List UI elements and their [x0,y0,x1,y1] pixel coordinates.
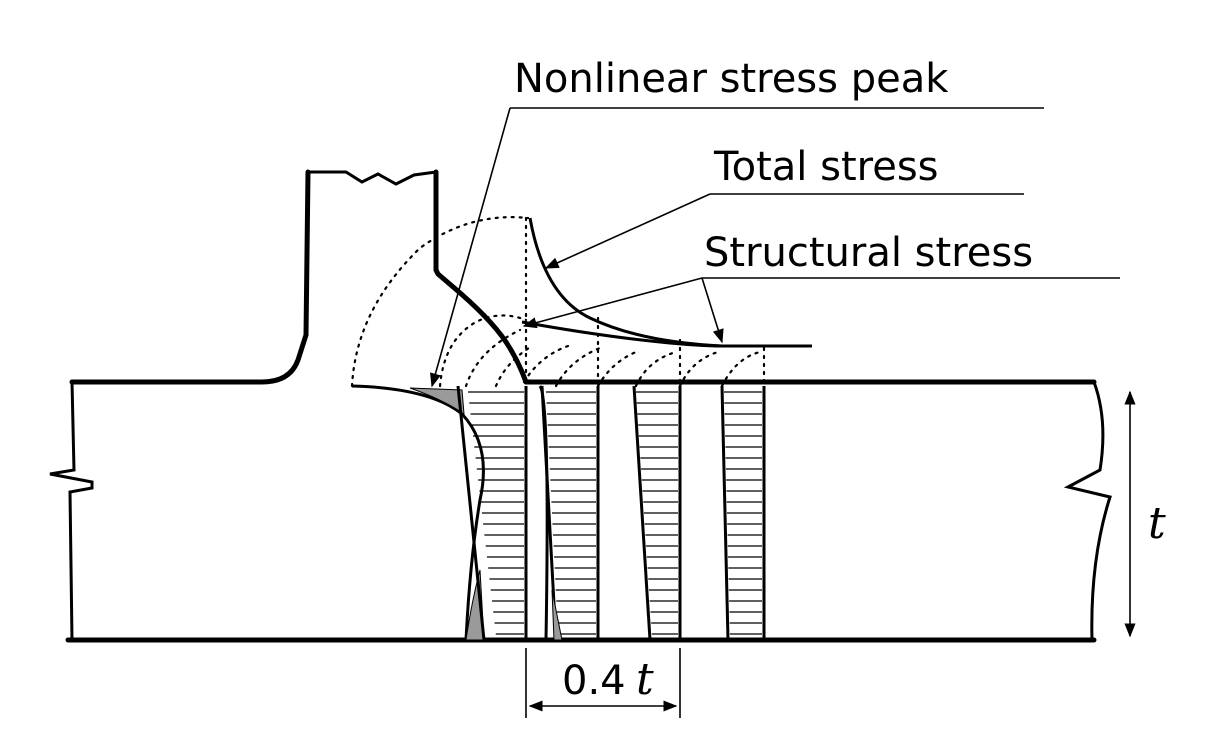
stress-section-2 [540,385,600,641]
total-stress-label: Total stress [713,144,939,190]
thickness-label: t [1148,498,1166,549]
structural-stress-curve [521,320,723,348]
structural-leader-arrow-right [701,277,724,344]
attachment-and-weld [303,169,529,385]
structural-leader-arrow-left [522,277,703,329]
stress-section-1 [468,386,528,640]
spacing-label-symbol: t [636,654,654,705]
surface-stress-curves [521,217,812,348]
nonlinear-stress-peak-label: Nonlinear stress peak [514,56,949,102]
nonlinear-peak-shade-top [409,387,465,416]
stress-distributions [351,384,766,641]
toe-strip [538,385,549,641]
dotted-construction [350,216,766,388]
nonlinear-leader-arrow [430,107,511,388]
stress-section-3 [632,385,682,641]
thickness-dimension: t [1124,390,1166,638]
total-leader-arrow [544,193,711,269]
section-2-shade [551,589,563,641]
leaders [430,107,1120,388]
plate-break-left [49,381,94,641]
nonlinear-stress-curve [351,384,485,641]
attachment-left-wall [303,169,311,338]
plate-top-left [69,332,309,385]
spacing-dimension: 0.4 t [525,648,681,718]
plate-break-right [1063,381,1112,641]
attachment-break-top [308,170,437,186]
structural-stress-label: Structural stress [704,230,1033,276]
stress-section-4 [720,385,766,641]
spacing-label-number: 0.4 [562,658,626,704]
base-plate [49,332,1112,643]
linear-stress-line-1 [456,385,486,641]
